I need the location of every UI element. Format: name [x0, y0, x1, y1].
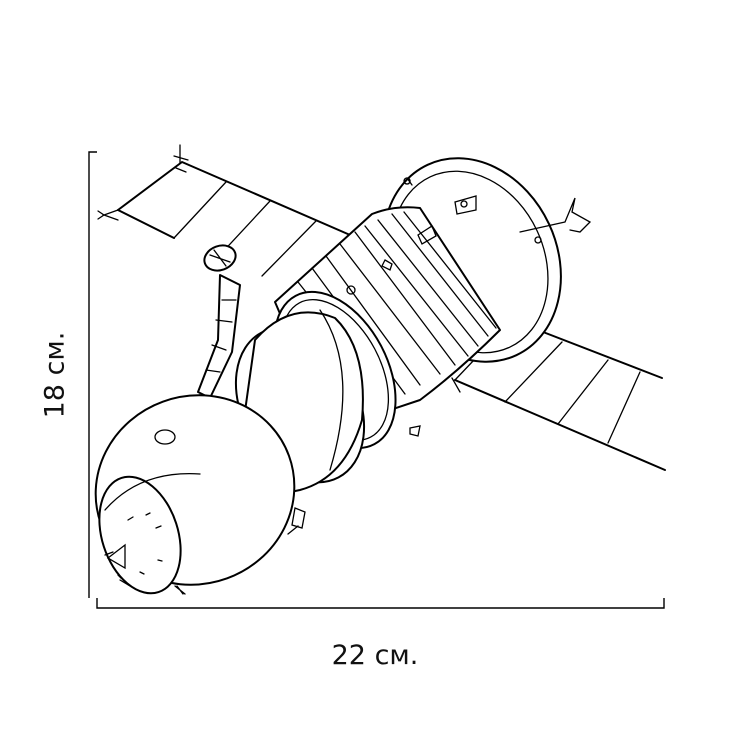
height-dimension-line	[88, 151, 97, 598]
width-label: 22 см.	[331, 640, 419, 671]
width-dimension-line	[96, 598, 665, 609]
height-label: 18 см.	[39, 331, 71, 419]
orbital-module	[94, 394, 306, 595]
soyuz-spacecraft-icon	[94, 144, 666, 595]
antenna-mast	[197, 244, 241, 409]
